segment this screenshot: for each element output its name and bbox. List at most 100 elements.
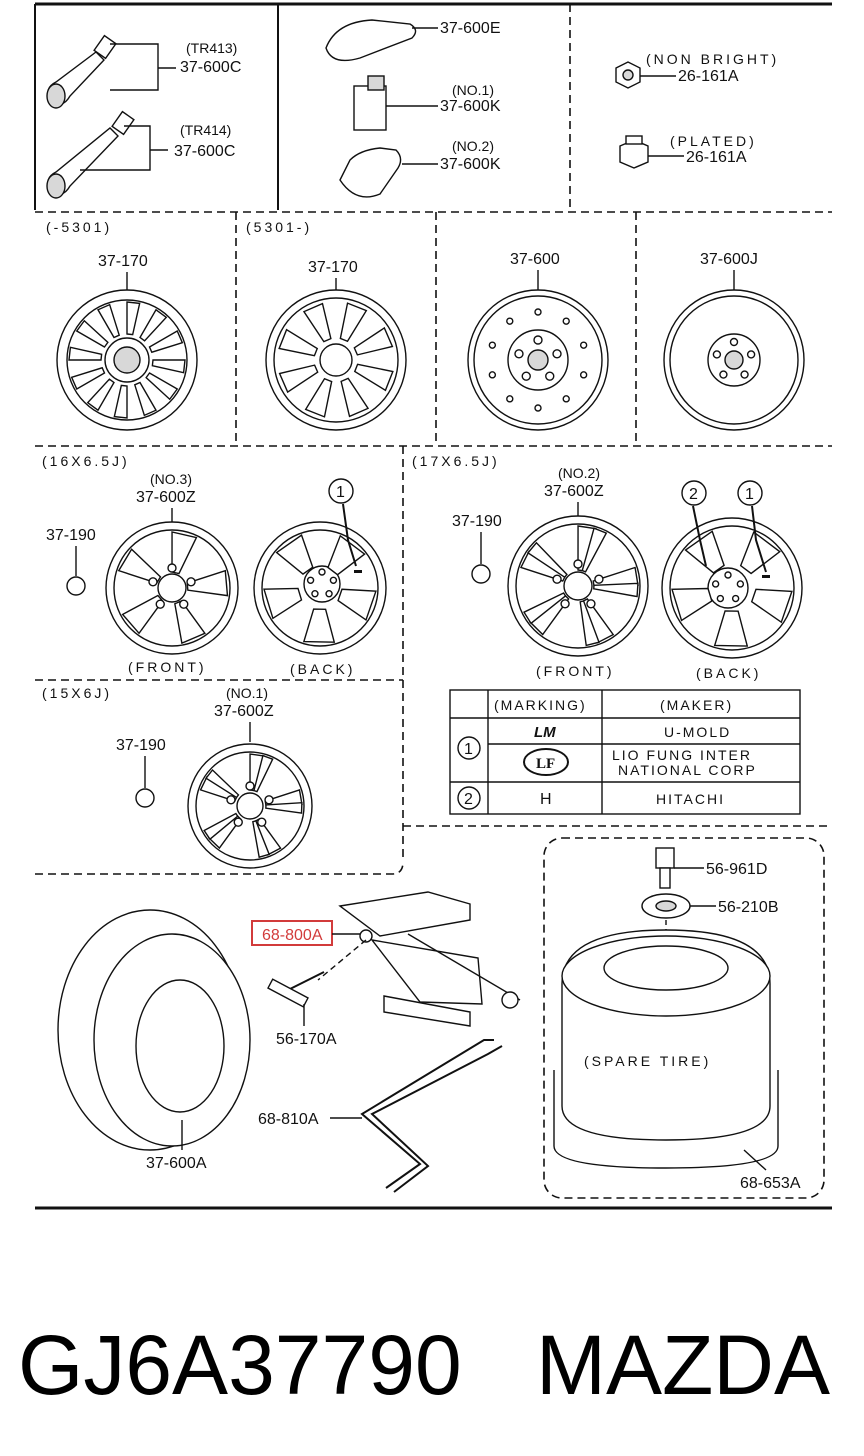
lug-hole xyxy=(562,317,570,325)
lug-hole xyxy=(740,370,749,379)
alloy16-no: (NO.3) xyxy=(150,471,192,487)
lug-hole xyxy=(560,599,570,609)
lug-hole xyxy=(167,563,177,573)
weight-k1-icon xyxy=(353,75,387,131)
wheel-spoke xyxy=(253,754,274,793)
wheel-spoke xyxy=(278,364,319,394)
lug-hole xyxy=(712,350,722,359)
table-row2-maker-line2: NATIONAL CORP xyxy=(618,762,757,778)
wheel-spoke xyxy=(186,569,229,597)
wheel-spoke xyxy=(327,534,366,576)
wheel-spoke xyxy=(145,372,179,401)
valve-tr414-code: 37-600C xyxy=(174,143,235,160)
alloy17-size: (17X6.5J) xyxy=(412,453,500,469)
wheel-spoke xyxy=(340,377,370,418)
weight-k2-icon xyxy=(339,147,402,198)
wheel-spoke xyxy=(713,610,749,647)
jack-handle-icon xyxy=(267,971,325,1008)
wheel-spoke xyxy=(75,319,109,348)
wheel-spoke xyxy=(113,384,128,419)
lug-hole xyxy=(736,580,745,588)
alloy16-back: (BACK) xyxy=(290,661,355,677)
wheel-spoke xyxy=(339,302,368,343)
lug-hole xyxy=(506,395,514,403)
table-row2-maker-line1: LIO FUNG INTER xyxy=(612,747,752,763)
valve-tr413-icon xyxy=(46,34,117,109)
wheel-spoke xyxy=(750,588,793,624)
table-row1-mark: LM xyxy=(534,724,556,741)
leader-line xyxy=(317,939,367,981)
alloy17-no: (NO.2) xyxy=(558,465,600,481)
wheel-spoke xyxy=(148,330,184,354)
weight-k2-sub: (NO.2) xyxy=(452,138,494,154)
lug-hole xyxy=(488,371,497,379)
lio-fung-logo-icon: LF xyxy=(523,748,569,776)
leader-line xyxy=(80,125,168,171)
tire-code: 37-600A xyxy=(146,1155,207,1172)
lug-hole xyxy=(594,574,604,584)
wheel-spoke xyxy=(70,366,106,390)
valve-tr413-code: 37-600C xyxy=(180,59,241,76)
lug-hole xyxy=(306,576,315,584)
lug-hole xyxy=(731,594,740,603)
alloy-wheel-17-back-icon xyxy=(661,517,803,659)
wheel-spoke xyxy=(304,377,333,418)
lug-hole xyxy=(724,571,732,579)
wheel-spoke xyxy=(275,534,314,575)
alloy-wheel-16-front-icon xyxy=(105,521,239,655)
lug-hole xyxy=(318,568,326,576)
wheel-spoke xyxy=(684,530,725,574)
cap1-range: (-5301) xyxy=(46,219,112,235)
lug-hole xyxy=(586,599,596,609)
alloy-wheel-15-icon xyxy=(187,743,313,869)
wheel-spoke xyxy=(151,359,186,374)
marker-circle xyxy=(328,478,354,504)
wheel-spoke xyxy=(203,812,239,841)
leader-line xyxy=(692,505,707,567)
weight-k1-code: 37-600K xyxy=(440,98,501,115)
wheel-spoke xyxy=(117,548,162,584)
alloy16-marker: 1 xyxy=(336,484,345,501)
wheel-spoke xyxy=(252,820,271,859)
valve-tr414-icon xyxy=(46,110,135,199)
table-row1-num: 1 xyxy=(464,741,473,758)
bolt-icon xyxy=(655,847,675,889)
center-cap-icon xyxy=(471,564,491,584)
wheel-spoke xyxy=(121,594,164,635)
marking-table xyxy=(449,689,801,815)
alloy15-no: (NO.1) xyxy=(226,685,268,701)
center-cap-icon xyxy=(135,788,155,808)
table-row1-maker: U-MOLD xyxy=(664,724,731,740)
cap1-code: 37-170 xyxy=(98,253,148,270)
weight-k2-code: 37-600K xyxy=(440,156,501,173)
weight-k1-sub: (NO.1) xyxy=(452,82,494,98)
alloy16-cap: 37-190 xyxy=(46,527,96,544)
lug-hole xyxy=(746,350,756,359)
cap2-code: 37-170 xyxy=(308,259,358,276)
wheel-spoke xyxy=(671,587,713,622)
marker-circle xyxy=(457,736,481,760)
wheel-spoke xyxy=(526,541,568,579)
lug-hole xyxy=(264,795,274,805)
alloy16-code: 37-600Z xyxy=(136,489,196,506)
spare-tire-icon xyxy=(561,929,771,1141)
alloy17-front: (FRONT) xyxy=(536,663,615,679)
lug-nut-non-bright-icon xyxy=(615,61,641,89)
marker-circle xyxy=(681,480,707,506)
wheel-spoke xyxy=(302,302,332,343)
lug-hole xyxy=(155,599,165,609)
wheel-spoke xyxy=(133,381,157,417)
alloy15-size: (15X6J) xyxy=(42,685,112,701)
lug-hole xyxy=(488,341,497,349)
lug-hole xyxy=(573,559,583,569)
lug-hole xyxy=(545,371,555,381)
alloy17-marker2: 2 xyxy=(689,486,698,503)
wheel-spoke xyxy=(579,600,600,647)
lug-hole xyxy=(579,371,588,379)
spare-tire-label: (SPARE TIRE) xyxy=(584,1053,711,1069)
wheel-cap-early-icon xyxy=(56,289,198,431)
leader-line xyxy=(751,505,767,573)
jack-code-highlighted[interactable]: 68-800A xyxy=(262,927,323,944)
jack-icon xyxy=(338,891,521,1027)
lug-hole xyxy=(233,817,243,827)
